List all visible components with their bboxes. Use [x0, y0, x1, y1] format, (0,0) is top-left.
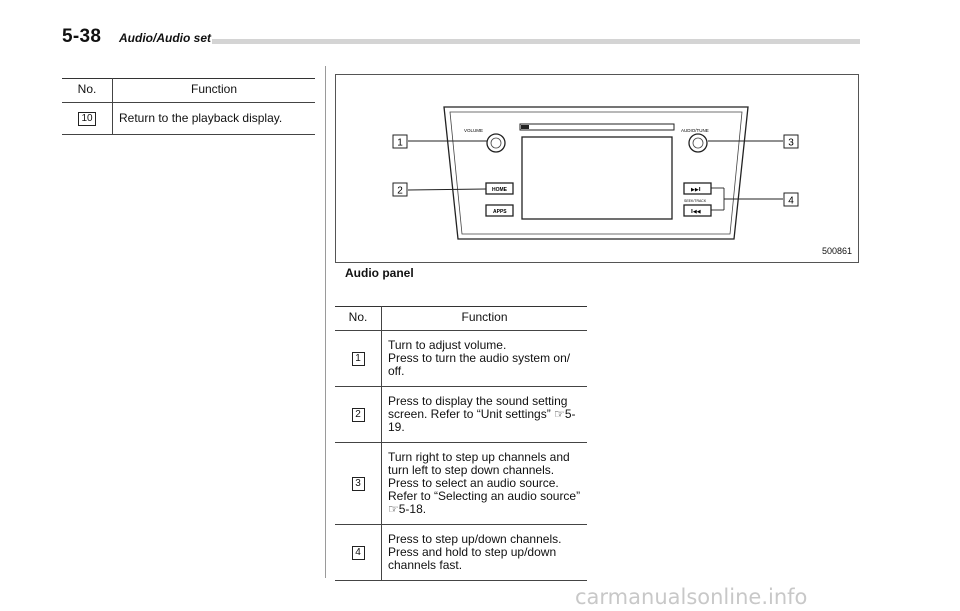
function-table-continued: No. Function 10 Return to the playback d…	[62, 78, 315, 135]
next-icon: ▶▶I	[691, 187, 701, 193]
function-text: Press to display the sound setting scree…	[381, 386, 587, 443]
callout-number: 10	[78, 112, 96, 126]
col-no-header: No.	[335, 306, 382, 331]
home-button	[485, 182, 514, 195]
seek-prev-button	[683, 204, 712, 217]
section-title: Audio/Audio set	[119, 31, 211, 45]
figure-caption: Audio panel	[345, 266, 414, 280]
col-no-header: No.	[62, 78, 113, 103]
figure-id: 500861	[821, 246, 852, 256]
function-text: Return to the playback display.	[112, 102, 315, 135]
function-table: No. Function 1 Turn to adjust volume. Pr…	[335, 306, 587, 581]
prev-icon: I◀◀	[691, 209, 701, 215]
watermark: carmanualsonline.info	[575, 585, 808, 609]
callout-number: 1	[351, 352, 365, 366]
seek-track-label: SEEK/TRACK	[684, 199, 707, 203]
audio-tune-label: AUDIO/TUNE	[681, 128, 709, 133]
col-function-header: Function	[381, 306, 587, 331]
page-header: 5-38 Audio/Audio set	[62, 26, 860, 50]
col-function-header: Function	[112, 78, 315, 103]
callout-4: 4	[788, 196, 794, 207]
function-text: Press to step up/down channels. Press an…	[381, 524, 587, 581]
table-row: 2 Press to display the sound setting scr…	[335, 386, 587, 443]
page-number: 5-38	[62, 26, 102, 47]
audio-panel-illustration: VOLUME AUDIO/TUNE HOME APPS ▶▶I SEEK/TRA…	[392, 106, 799, 240]
callout-number: 4	[351, 546, 365, 560]
table-row: 4 Press to step up/down channels. Press …	[335, 524, 587, 581]
function-text: Turn to adjust volume. Press to turn the…	[381, 330, 587, 387]
callout-3: 3	[788, 138, 794, 149]
table-row: 3 Turn right to step up channels and tur…	[335, 442, 587, 525]
callout-number: 3	[351, 477, 365, 491]
callout-1: 1	[397, 138, 403, 149]
volume-label: VOLUME	[464, 128, 483, 133]
callout-number: 2	[351, 408, 365, 422]
apps-button	[485, 204, 514, 217]
table-row: 10 Return to the playback display.	[62, 102, 315, 135]
header-rule	[212, 39, 860, 44]
callout-2: 2	[397, 186, 403, 197]
table-row: 1 Turn to adjust volume. Press to turn t…	[335, 330, 587, 387]
seek-next-button	[683, 182, 712, 195]
home-label: HOME	[492, 187, 508, 193]
column-divider	[325, 66, 326, 578]
audio-panel-figure: VOLUME AUDIO/TUNE HOME APPS ▶▶I SEEK/TRA…	[335, 74, 859, 263]
apps-label: APPS	[493, 209, 507, 215]
function-text: Turn right to step up channels and turn …	[381, 442, 587, 525]
